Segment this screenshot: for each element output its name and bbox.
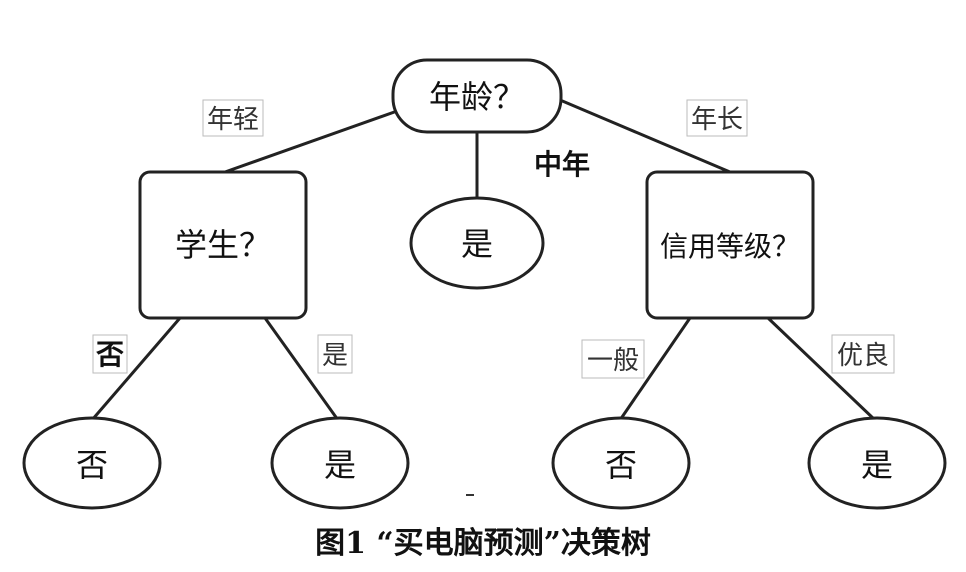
leaf-no-student-node	[22, 416, 162, 510]
edge-line-student-no	[90, 317, 182, 421]
edge-label-credit-fair-box	[581, 339, 645, 379]
edge-label-student-no-box	[92, 334, 128, 374]
root-node-label: 年龄？	[429, 78, 525, 116]
edge-line-credit-excellent	[766, 316, 877, 422]
student-node-label: 学生？	[175, 226, 271, 264]
edge-label-old: 年长	[691, 105, 743, 135]
edge-label-student-no: 否	[96, 338, 124, 371]
edge-line-young	[224, 108, 401, 174]
leaf-no-student-label: 否	[76, 446, 108, 484]
edge-line-credit-fair	[618, 317, 692, 421]
edge-label-student-yes: 是	[322, 341, 348, 371]
edge-label-young: 年轻	[207, 105, 259, 135]
leaf-yes-student-label: 是	[324, 446, 356, 484]
figure-caption: 图1 “买电脑预测”决策树	[315, 526, 651, 561]
leaf-yes-credit-label: 是	[861, 446, 893, 484]
credit-node-label: 信用等级？	[660, 230, 800, 263]
leaf-no-credit-label: 否	[605, 446, 637, 484]
middle-leaf-node	[409, 196, 545, 290]
leaf-yes-student-node	[270, 416, 410, 510]
middle-leaf-label: 是	[461, 225, 493, 263]
edge-label-credit-fair: 一般	[587, 346, 639, 376]
edge-label-credit-excellent-box	[831, 334, 895, 374]
edge-line-student-yes	[263, 317, 340, 421]
edge-label-credit-excellent: 优良	[837, 341, 889, 371]
credit-node	[645, 170, 815, 320]
edge-label-student-yes-box	[317, 334, 353, 374]
edge-label-old-box	[686, 99, 748, 137]
root-node	[391, 58, 563, 134]
edge-label-young-box	[202, 99, 264, 137]
edge-label-middle-age: 中年	[534, 148, 590, 181]
edge-line-old	[559, 98, 731, 174]
leaf-yes-credit-node	[807, 416, 947, 510]
leaf-no-credit-node	[551, 416, 691, 510]
student-node	[138, 170, 308, 320]
